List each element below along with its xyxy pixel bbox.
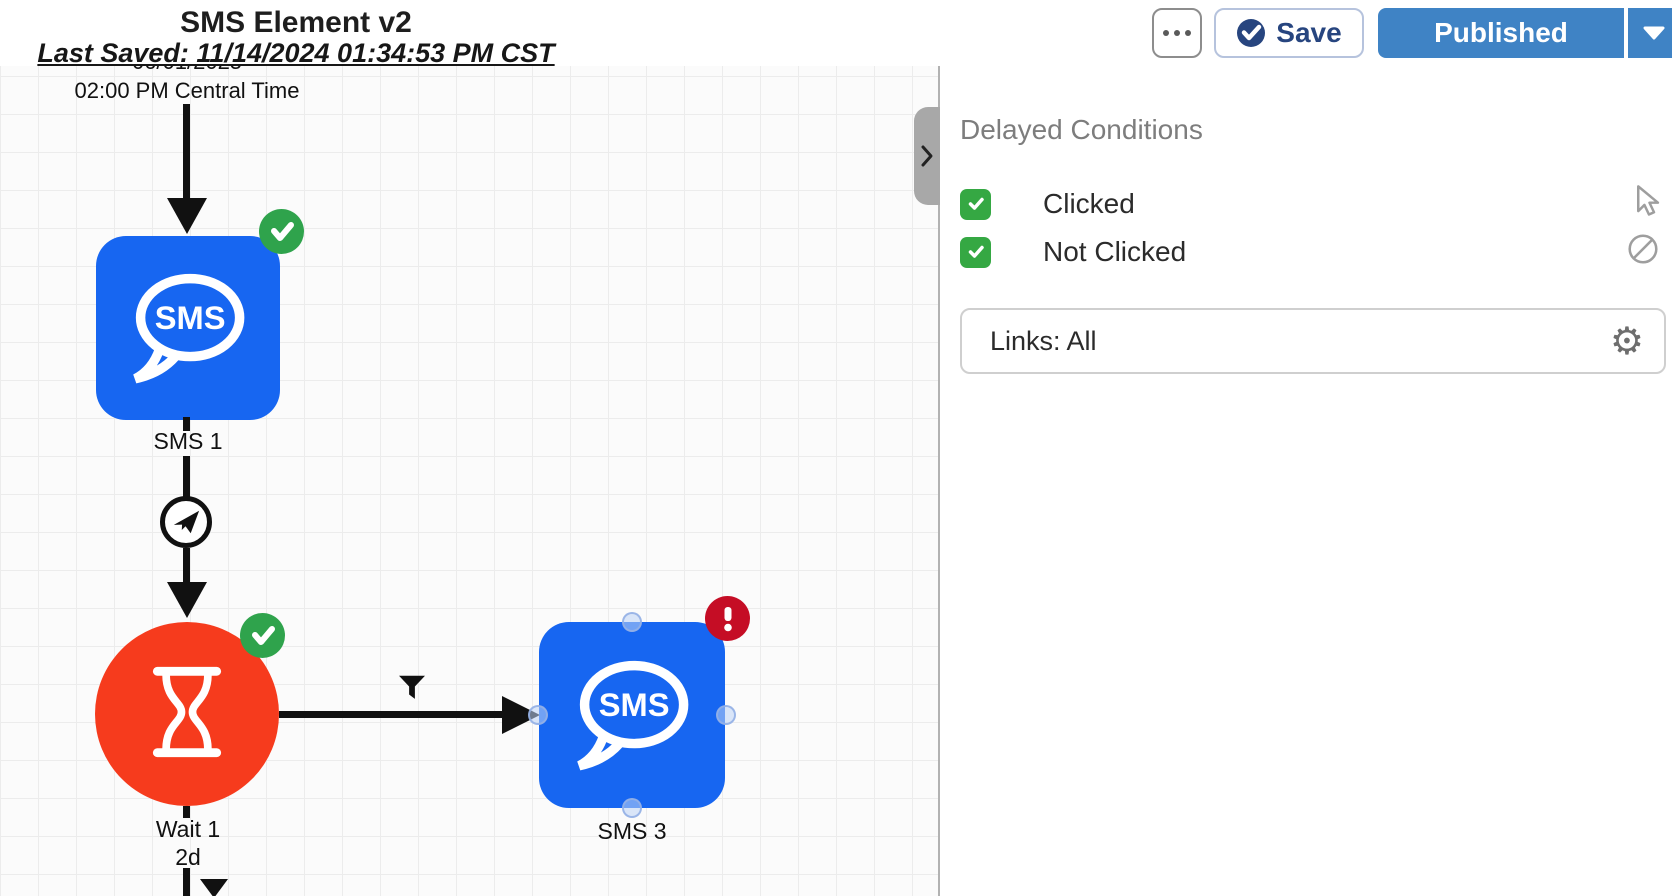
last-saved-timestamp: Last Saved: 11/14/2024 01:34:53 PM CST [37, 38, 555, 68]
selection-handle-left[interactable] [528, 705, 548, 725]
panel-collapse-handle[interactable] [914, 107, 940, 205]
gear-icon[interactable]: ⚙ [1609, 319, 1644, 363]
connector-stub [183, 417, 190, 431]
links-filter-value: Links: All [990, 325, 1097, 356]
delayed-conditions-panel: Delayed Conditions Clicked Not Clicked [940, 66, 1672, 896]
connector-line [183, 456, 190, 498]
arrowhead-down [167, 198, 207, 234]
top-toolbar: SMS Element v2 Last Saved: 11/14/2024 01… [0, 0, 1672, 68]
workflow-canvas[interactable]: 06/01/2025 02:00 PM Central Time SMS SMS… [0, 0, 938, 896]
not-clicked-checkbox[interactable] [960, 236, 991, 268]
more-options-button[interactable] [1152, 8, 1202, 58]
cursor-icon[interactable] [1628, 183, 1662, 224]
chevron-right-icon [921, 145, 933, 167]
svg-text:SMS: SMS [155, 299, 226, 336]
condition-row-not-clicked: Not Clicked [960, 236, 1186, 268]
paper-plane-icon [173, 510, 200, 534]
success-check-badge [259, 209, 304, 254]
selection-handle-top[interactable] [622, 612, 642, 632]
sms-bubble-icon: SMS [124, 267, 252, 390]
connector-line [183, 548, 190, 584]
node-label-sms-1: SMS 1 [153, 428, 223, 454]
send-marker[interactable] [160, 496, 212, 548]
publish-dropdown-button[interactable] [1628, 8, 1672, 58]
node-sms-1[interactable]: SMS [96, 236, 280, 420]
panel-divider [938, 66, 940, 896]
connector-line [183, 104, 190, 200]
success-check-badge [240, 613, 285, 658]
sms-bubble-icon: SMS [568, 654, 696, 777]
hourglass-icon [132, 657, 242, 772]
save-button[interactable]: Save [1214, 8, 1364, 58]
selection-handle-right[interactable] [716, 705, 736, 725]
filter-funnel-icon[interactable] [399, 675, 425, 706]
connector-stub [183, 806, 190, 818]
condition-label: Not Clicked [1043, 236, 1187, 267]
branch-arrow-marker [200, 879, 228, 896]
ellipsis-icon [1163, 30, 1169, 36]
node-sublabel-wait-duration: 2d [175, 844, 201, 870]
trigger-time: 02:00 PM Central Time [74, 78, 300, 103]
connector-line [279, 711, 505, 718]
links-filter-selector[interactable]: Links: All ⚙ [960, 308, 1666, 374]
node-label-wait-1: Wait 1 [155, 816, 221, 842]
node-sms-3[interactable]: SMS [539, 622, 725, 808]
arrowhead-down [167, 582, 207, 618]
prohibition-icon[interactable] [1626, 232, 1660, 271]
svg-text:SMS: SMS [599, 686, 670, 723]
publish-status-button[interactable]: Published [1378, 8, 1624, 58]
condition-label: Clicked [1043, 188, 1135, 219]
chevron-down-icon [1643, 26, 1665, 40]
clicked-checkbox[interactable] [960, 188, 991, 220]
page-title: SMS Element v2 [180, 6, 412, 39]
save-button-label: Save [1276, 17, 1342, 48]
panel-heading: Delayed Conditions [960, 114, 1203, 145]
check-circle-icon [1237, 19, 1266, 47]
node-label-sms-3: SMS 3 [597, 818, 667, 844]
error-exclamation-badge [705, 596, 750, 641]
selection-handle-bottom[interactable] [622, 798, 642, 818]
publish-button-label: Published [1434, 17, 1568, 48]
condition-row-clicked: Clicked [960, 188, 1135, 220]
connector-line [183, 868, 190, 896]
